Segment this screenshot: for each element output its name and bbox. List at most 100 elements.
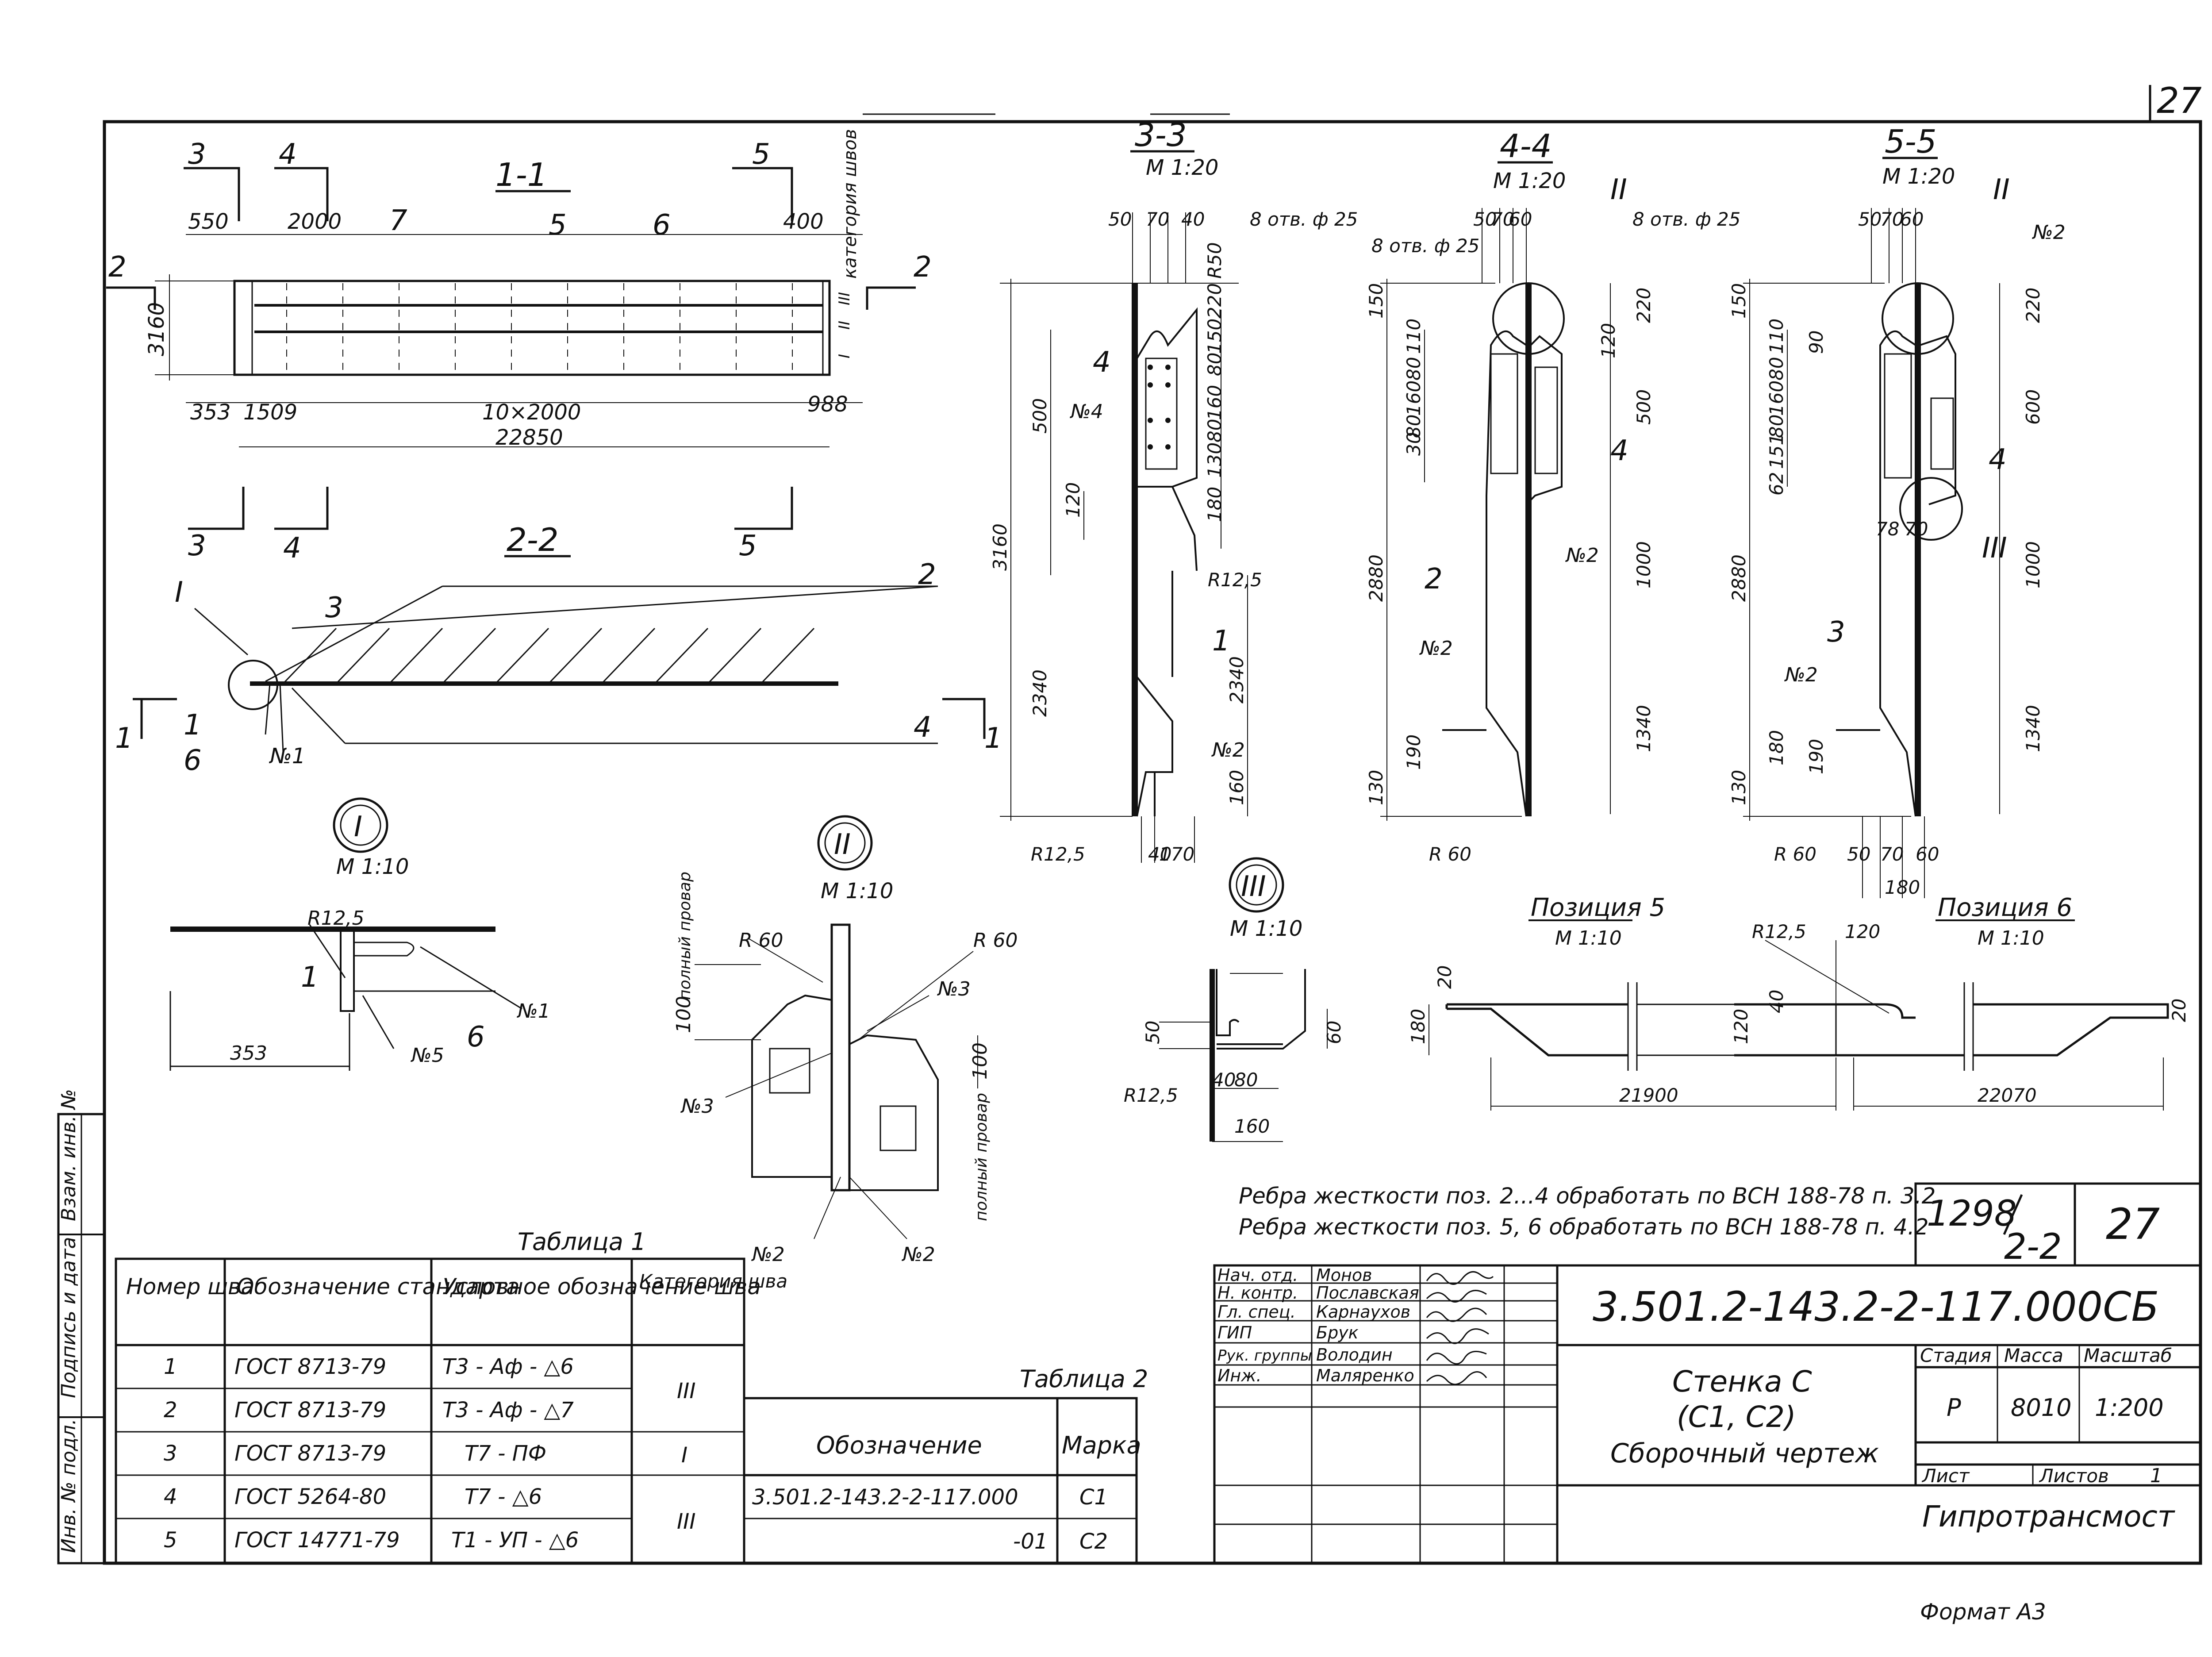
sheet-label: Лист — [1921, 1465, 1970, 1487]
dim-label: 190 — [1805, 739, 1827, 774]
dim-label: 22070 — [1978, 1084, 2037, 1106]
dim-label: 60 — [1916, 843, 1939, 865]
dim-label: R 60 — [1774, 843, 1816, 865]
title-sheet-number: 27 — [2106, 1199, 2160, 1249]
dim-label: R12,5 — [1752, 921, 1806, 942]
dim-label: 60 — [1509, 208, 1532, 230]
item-variants: (С1, С2) — [1677, 1400, 1796, 1434]
reference-number: 1298 — [1927, 1193, 2017, 1234]
cell-mark: С2 — [1079, 1529, 1108, 1554]
weld-label: №2 — [2032, 221, 2066, 244]
document-code: 3.501.2-143.2-2-117.000СБ — [1593, 1283, 2159, 1330]
node-title: II — [834, 828, 851, 861]
table-1: Таблица 1 Номер шва Обозначение стандарт… — [115, 1228, 787, 1565]
dim-label: R 60 — [1429, 843, 1471, 865]
node-scale: М 1:10 — [1230, 916, 1302, 941]
position-label: 2 — [918, 558, 936, 591]
dim-label: 180 — [1204, 487, 1225, 522]
view-5-5: 5-5 М 1:20 50 70 — [1728, 123, 2066, 898]
position-label: 4 — [1093, 346, 1111, 379]
dim-label: 120 — [1730, 1009, 1752, 1044]
dim-label: 78 — [1876, 518, 1899, 540]
view-title: 1-1 — [495, 156, 548, 193]
weld-mark: III — [836, 292, 853, 305]
weld-label: №2 — [1419, 637, 1453, 660]
drawing-type: Сборочный чертеж — [1610, 1438, 1879, 1469]
dim-label: 80 — [1766, 357, 1787, 381]
cell-category: III — [677, 1379, 695, 1403]
frame: 27 — [103, 80, 2202, 1565]
dim-label: 988 — [807, 392, 848, 417]
dim-label: 2880 — [1728, 554, 1750, 602]
weld-mark: II — [836, 321, 853, 330]
position-label: 6 — [184, 744, 202, 777]
table-title: Таблица 1 — [518, 1228, 646, 1256]
dim-label: 1000 — [2022, 541, 2044, 588]
view-title: 5-5 — [1885, 123, 1937, 160]
cell-symbol: Т7 - ПФ — [465, 1441, 546, 1466]
dim-label: R50 — [1204, 242, 1225, 279]
detail-scale: М 1:10 — [1555, 927, 1622, 950]
position-label: 1 — [1212, 625, 1230, 657]
weld-label: №2 — [1565, 544, 1599, 567]
dim-label: 10×2000 — [482, 400, 581, 425]
stamp-signature-date: Подпись и дата — [58, 1237, 80, 1398]
dim-label: 80 — [1234, 1069, 1258, 1091]
cell-standard: ГОСТ 5264-80 — [234, 1484, 386, 1509]
dim-label: 120 — [1845, 921, 1880, 942]
cell-category: I — [681, 1443, 687, 1468]
signer-name: Пославская — [1316, 1283, 1419, 1303]
cut-label: 3 — [188, 530, 206, 562]
cell-mark: С1 — [1079, 1485, 1108, 1510]
dim-label: 100 — [969, 1042, 991, 1080]
dim-label: 160 — [1226, 770, 1248, 805]
dim-label: 70 — [1905, 518, 1928, 540]
node-title: I — [354, 811, 362, 843]
dim-label: 70 — [1880, 843, 1904, 865]
full-penetration-note: полный провар — [972, 1093, 991, 1221]
node-ii-detail: II М 1:10 R 60 R 60 100 100 №3 №3 №2 — [672, 815, 1018, 1266]
weld-label: №2 — [1784, 664, 1818, 686]
dim-label: 160 — [1204, 385, 1225, 420]
dim-label: 110 — [1403, 319, 1425, 354]
col-header-mark: Марка — [1062, 1431, 1141, 1459]
dim-label: 600 — [2022, 389, 2044, 425]
node-mark: I — [175, 576, 183, 609]
role-label: Рук. группы — [1217, 1347, 1312, 1365]
dim-label: 120 — [1598, 323, 1619, 358]
reference-subnumber: 2-2 — [2004, 1226, 2062, 1267]
scale-value: 1:200 — [2095, 1394, 2164, 1422]
detail-title: Позиция 6 — [1938, 893, 2072, 922]
stage-label: Стадия — [1920, 1345, 1991, 1366]
weld-label: №3 — [937, 978, 971, 1000]
view-title: 4-4 — [1500, 127, 1552, 165]
dim-label: R12,5 — [1031, 843, 1085, 865]
dim-label: 220 — [1204, 283, 1225, 319]
view-scale: М 1:20 — [1882, 164, 1955, 189]
node-mark: II — [1610, 173, 1627, 206]
dim-label: 160 — [1234, 1115, 1270, 1137]
position-label: 3 — [1827, 616, 1845, 649]
title-block: Нач. отд. Монов Н. контр. Пославская Гл.… — [1213, 1182, 2202, 1565]
mass-label: Масса — [2004, 1345, 2063, 1366]
dim-label: 80 — [1766, 415, 1787, 438]
handwritten-signatures — [1426, 1271, 1494, 1385]
cell-weld-no: 2 — [164, 1398, 177, 1422]
table-title: Таблица 2 — [1020, 1365, 1148, 1393]
full-penetration-note: полный провар — [676, 872, 694, 1000]
dim-label: 2340 — [1226, 656, 1248, 704]
dim-label: 190 — [1403, 734, 1425, 770]
dim-label: 151 — [1766, 434, 1787, 469]
position-label: 4 — [1989, 443, 2007, 476]
dim-label: 40 — [1212, 1069, 1236, 1091]
signer-name: Монов — [1316, 1265, 1372, 1285]
dim-label: 80 — [1403, 415, 1425, 438]
col-header-weld-no: Номер шва — [126, 1274, 254, 1299]
node-mark: III — [1982, 532, 2007, 565]
view-4-4: 4-4 М 1:20 50 70 60 8 отв. ф 25 — [1365, 127, 1740, 865]
cut-label: 2 — [108, 251, 127, 284]
cut-label: 1 — [984, 722, 1002, 755]
dim-label: 2880 — [1365, 554, 1387, 602]
cell-symbol: Т3 - Аф - △6 — [442, 1354, 574, 1379]
